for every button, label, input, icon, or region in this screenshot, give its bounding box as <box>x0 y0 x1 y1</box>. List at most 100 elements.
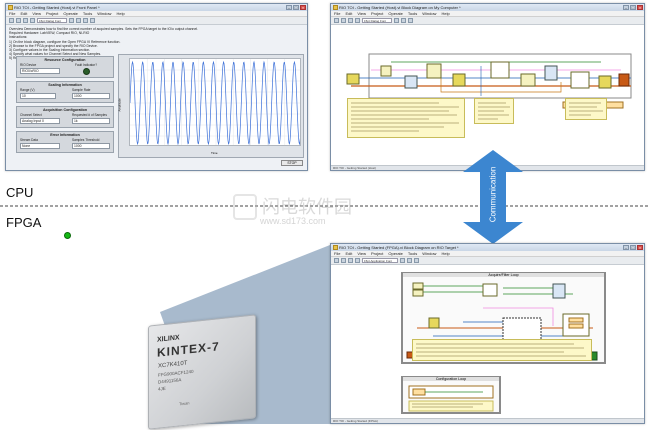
menu-tools[interactable]: Tools <box>82 11 93 16</box>
overview-line: Required Hardware: LabVIEW, Compact RIO,… <box>9 31 90 36</box>
run-continuous-icon[interactable] <box>341 258 346 263</box>
acquisition-config-cluster: Acquisition Configuration Channel Select… <box>16 106 114 128</box>
vi-icon <box>333 5 338 10</box>
cleanup-icon[interactable] <box>408 18 413 23</box>
font-select[interactable]: 15pt Dialog Font <box>362 18 392 23</box>
menu-tools[interactable]: Tools <box>407 251 418 256</box>
configuration-loop[interactable]: Configuration Loop <box>401 376 501 414</box>
maximize-icon[interactable]: □ <box>293 5 299 10</box>
resource-config-cluster: Resource Configuration RIO Device RIO0/c… <box>16 56 114 78</box>
waveform-trace <box>130 60 300 145</box>
fpga-diagram-title: RIO TOI - Getting Started (FPGA).vi Bloc… <box>339 245 459 250</box>
menu-operate[interactable]: Operate <box>388 251 403 256</box>
menu-help[interactable]: Help <box>441 11 450 16</box>
menu-help[interactable]: Help <box>116 11 125 16</box>
menu-view[interactable]: View <box>32 11 41 16</box>
scaling-info-cluster: Scaling Information Range (V) 10 Sample … <box>16 81 114 103</box>
minimize-icon[interactable]: – <box>286 5 292 10</box>
sample-rate-label: Sample Rate <box>72 88 91 92</box>
vi-icon <box>8 5 13 10</box>
menu-project[interactable]: Project <box>370 251 384 256</box>
fpga-diagram-titlebar[interactable]: RIO TOI - Getting Started (FPGA).vi Bloc… <box>331 244 644 251</box>
abort-icon[interactable] <box>348 258 353 263</box>
fpga-diagram-statusbar: RIO TOI - Getting Started (FPGA) <box>331 418 644 423</box>
chip-family-name: KINTEX <box>157 340 208 360</box>
range-label: Range (V) <box>20 88 35 92</box>
minimize-icon[interactable]: – <box>623 5 629 10</box>
align-icon[interactable] <box>394 18 399 23</box>
waveform-graph[interactable]: Amplitude Time <box>118 54 304 158</box>
front-panel-titlebar[interactable]: RIO TOI - Getting Started (Host).vi Fron… <box>6 4 307 11</box>
pause-icon[interactable] <box>30 18 35 23</box>
menu-view[interactable]: View <box>357 11 366 16</box>
rio-device-label: RIO Device <box>20 63 37 67</box>
menu-project[interactable]: Project <box>45 11 59 16</box>
run-continuous-icon[interactable] <box>341 18 346 23</box>
menu-help[interactable]: Help <box>441 251 450 256</box>
font-select[interactable]: 15pt Application Font <box>362 258 398 263</box>
distribute-icon[interactable] <box>401 18 406 23</box>
stop-button[interactable]: STOP <box>281 160 303 166</box>
range-field[interactable]: 10 <box>20 93 56 99</box>
run-arrow-icon[interactable] <box>9 18 14 23</box>
channel-select-label: Channel Select <box>20 113 42 117</box>
sample-rate-field[interactable]: 1000 <box>72 93 110 99</box>
host-diagram-titlebar[interactable]: RIO TOI - Getting Started (Host).vi Bloc… <box>331 4 644 11</box>
run-arrow-icon[interactable] <box>334 18 339 23</box>
menu-edit[interactable]: Edit <box>20 11 28 16</box>
close-icon[interactable]: × <box>300 5 306 10</box>
stream-data-field[interactable]: None <box>20 143 60 149</box>
acquisition-config-title: Acquisition Configuration <box>42 108 88 112</box>
maximize-icon[interactable]: □ <box>630 245 636 250</box>
abort-icon[interactable] <box>23 18 28 23</box>
align-icon[interactable] <box>400 258 405 263</box>
cleanup-icon[interactable] <box>414 258 419 263</box>
fpga-diagram-toolbar: 15pt Application Font <box>331 257 644 265</box>
requested-samples-field[interactable]: 1k <box>72 118 110 124</box>
channel-select-dropdown[interactable]: Analog Input 0 <box>20 118 60 124</box>
overview-line: 3) Configure values in the Scaling Infor… <box>9 48 91 53</box>
close-icon[interactable]: × <box>637 5 643 10</box>
reorder-icon[interactable] <box>90 18 95 23</box>
close-icon[interactable]: × <box>637 245 643 250</box>
maximize-icon[interactable]: □ <box>630 5 636 10</box>
overview-line: Instructions: <box>9 35 28 40</box>
waveform-plot-area <box>129 58 301 146</box>
acquire-filter-loop[interactable]: Acquire/Filter Loop <box>401 272 606 364</box>
menu-project[interactable]: Project <box>370 11 384 16</box>
menu-window[interactable]: Window <box>97 11 112 16</box>
menu-file[interactable]: File <box>9 11 16 16</box>
menu-file[interactable]: File <box>334 11 341 16</box>
cpu-fpga-divider <box>0 205 650 207</box>
distribute-icon[interactable] <box>407 258 412 263</box>
run-continuous-icon[interactable] <box>16 18 21 23</box>
highlight-execution-icon[interactable] <box>355 18 360 23</box>
error-info-title: Error Information <box>50 133 80 137</box>
menu-tools[interactable]: Tools <box>407 11 418 16</box>
chip-line3: 4JE <box>158 385 166 392</box>
menu-window[interactable]: Window <box>422 11 437 16</box>
font-select[interactable]: 15pt Dialog Font <box>37 18 67 23</box>
host-diagram-menubar: File Edit View Project Operate Tools Win… <box>331 11 644 17</box>
menu-window[interactable]: Window <box>422 251 437 256</box>
menu-edit[interactable]: Edit <box>345 251 353 256</box>
abort-icon[interactable] <box>348 18 353 23</box>
samples-threshold-field[interactable]: 1000 <box>72 143 110 149</box>
menu-file[interactable]: File <box>334 251 341 256</box>
resize-icon[interactable] <box>83 18 88 23</box>
menu-edit[interactable]: Edit <box>345 11 353 16</box>
run-arrow-icon[interactable] <box>334 258 339 263</box>
menu-operate[interactable]: Operate <box>63 11 78 16</box>
highlight-execution-icon[interactable] <box>355 258 360 263</box>
chip-brand: XILINX <box>157 334 180 344</box>
rio-device-field[interactable]: RIO0/cRIO <box>20 68 60 74</box>
fault-indicator-label: Fault Indicator? <box>75 63 97 67</box>
distribute-icon[interactable] <box>76 18 81 23</box>
menu-view[interactable]: View <box>357 251 366 256</box>
align-icon[interactable] <box>69 18 74 23</box>
host-diagram-title: RIO TOI - Getting Started (Host).vi Bloc… <box>339 5 461 10</box>
minimize-icon[interactable]: – <box>623 245 629 250</box>
menu-operate[interactable]: Operate <box>388 11 403 16</box>
config-loop-label: Configuration Loop <box>403 377 499 381</box>
watermark-text: 闪电软件园 <box>262 197 352 218</box>
